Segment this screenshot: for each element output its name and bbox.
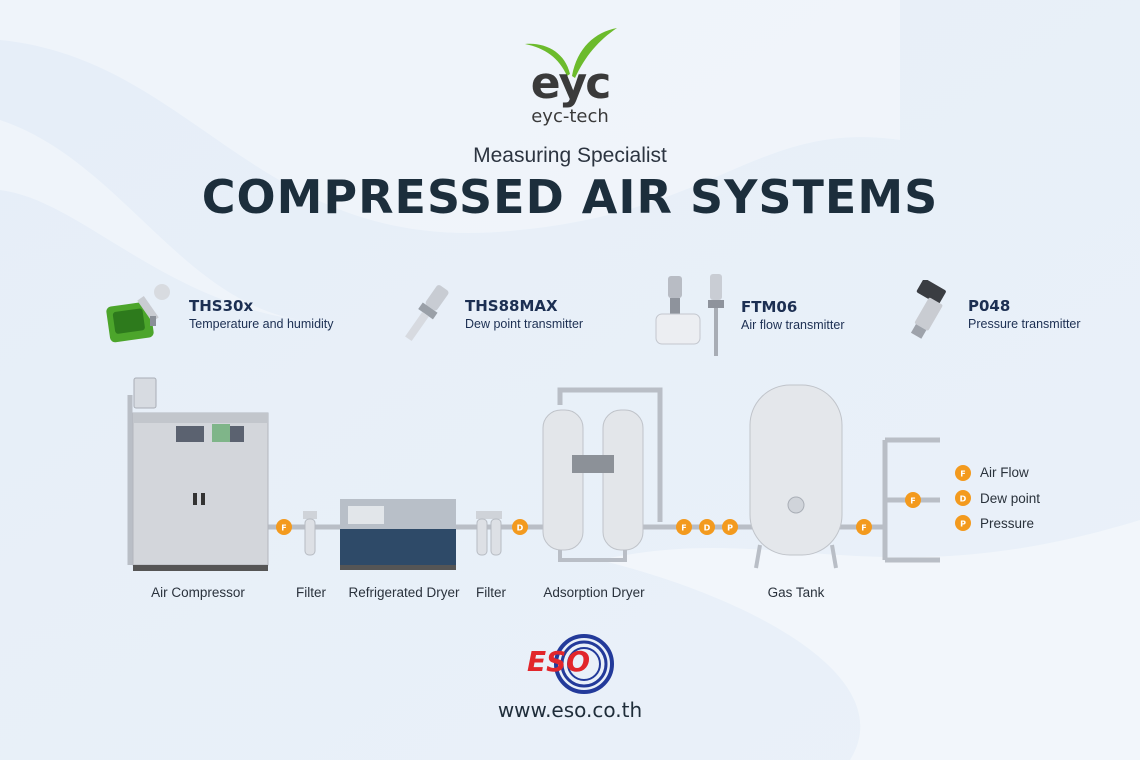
logo-letters: eyc xyxy=(530,58,612,109)
legend-marker-dew: D xyxy=(955,490,971,506)
product-name-p048: P048 xyxy=(968,297,1011,315)
filter-1 xyxy=(303,511,317,556)
leaf-icon xyxy=(525,43,570,76)
product-name-ftm06: FTM06 xyxy=(741,298,798,316)
marker-dew-1: D xyxy=(512,519,528,535)
marker-flow-1: F xyxy=(276,519,292,535)
leaf-icon xyxy=(572,28,617,78)
ths30x-device-icon xyxy=(106,284,170,343)
svg-text:F: F xyxy=(281,524,286,533)
label-filter-1: Filter xyxy=(296,585,326,600)
marker-pressure-1: P xyxy=(722,519,738,535)
product-desc-ths88max: Dew point transmitter xyxy=(465,317,584,331)
product-name-ths30x: THS30x xyxy=(189,297,254,315)
marker-dew-2: D xyxy=(699,519,715,535)
filter-2 xyxy=(476,511,502,556)
eso-logo xyxy=(554,634,614,694)
svg-text:D: D xyxy=(704,524,711,533)
product-desc-ftm06: Air flow transmitter xyxy=(741,318,845,332)
legend-marker-pressure: P xyxy=(955,515,971,531)
product-desc-ths30x: Temperature and humidity xyxy=(189,317,334,331)
svg-text:D: D xyxy=(517,524,524,533)
website-url[interactable]: www.eso.co.th xyxy=(497,698,643,722)
legend-label-pressure: Pressure xyxy=(980,516,1035,531)
brand-name: eyc-tech xyxy=(531,106,609,127)
svg-text:F: F xyxy=(960,470,965,479)
air-compressor xyxy=(132,412,269,571)
product-name-ths88max: THS88MAX xyxy=(465,297,558,315)
process-diagram: F D F D P F F F D P xyxy=(127,377,971,571)
gas-tank xyxy=(749,384,843,569)
svg-text:P: P xyxy=(727,524,733,533)
sensor-box xyxy=(133,377,157,409)
legend-label-dew: Dew point xyxy=(980,491,1041,506)
svg-text:P: P xyxy=(960,520,966,529)
ftm06-device-icon xyxy=(655,274,724,356)
label-air-compressor: Air Compressor xyxy=(151,585,245,600)
svg-text:F: F xyxy=(910,497,915,506)
label-refrigerated-dryer: Refrigerated Dryer xyxy=(348,585,460,600)
eso-logo-text: ESO xyxy=(527,645,591,678)
label-adsorption-dryer: Adsorption Dryer xyxy=(543,585,645,600)
label-gas-tank: Gas Tank xyxy=(767,585,825,600)
page-title: COMPRESSED AIR SYSTEMS xyxy=(201,170,939,224)
subtitle: Measuring Specialist xyxy=(473,144,667,167)
product-desc-p048: Pressure transmitter xyxy=(968,317,1081,331)
legend-label-flow: Air Flow xyxy=(980,465,1029,480)
ths88max-device-icon xyxy=(405,285,449,342)
refrigerated-dryer xyxy=(340,499,456,570)
p048-device-icon xyxy=(910,280,946,339)
label-filter-2: Filter xyxy=(476,585,506,600)
eyc-logo xyxy=(525,28,617,95)
svg-text:D: D xyxy=(960,495,967,504)
marker-flow-4: F xyxy=(905,492,921,508)
svg-text:F: F xyxy=(861,524,866,533)
adsorption-dryer xyxy=(542,409,644,562)
legend-marker-flow: F xyxy=(955,465,971,481)
marker-flow-2: F xyxy=(676,519,692,535)
marker-flow-3: F xyxy=(856,519,872,535)
svg-text:F: F xyxy=(681,524,686,533)
